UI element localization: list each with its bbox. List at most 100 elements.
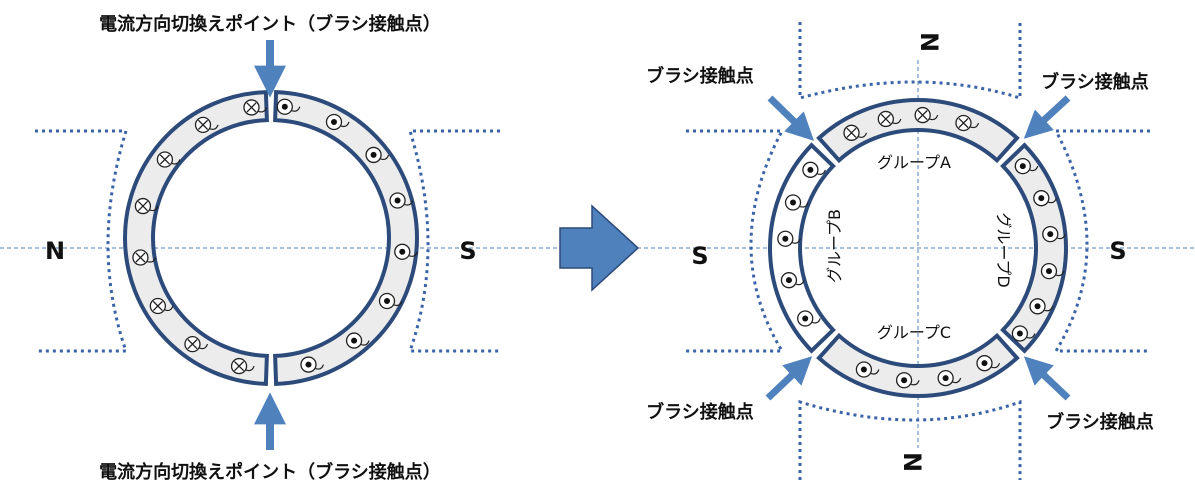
coil-right-8-dot	[1034, 303, 1041, 310]
pole-boundary-right-top	[798, 22, 1022, 101]
coil-left-14-cross-b	[197, 119, 209, 130]
coil-left-5-tail	[393, 300, 403, 307]
brush-arrow-bottom-left	[765, 356, 813, 401]
pole-boundary-right-left	[686, 129, 785, 353]
coil-left-8-cross-b	[234, 361, 245, 372]
coil-right-17-dot	[790, 199, 797, 206]
pole-label-left-n: N	[45, 237, 65, 265]
coil-left-1-dot	[330, 118, 337, 125]
coil-right-1-tail	[892, 118, 902, 125]
coil-left-13-tail	[171, 159, 181, 165]
pole-label-top-n: N	[915, 32, 943, 52]
coil-left-9-tail	[199, 343, 209, 350]
pole-boundary-left	[35, 129, 129, 353]
coil-left-15-cross-b	[246, 102, 257, 113]
coil-left-5-dot	[384, 297, 391, 304]
coil-right-5-tail	[1048, 197, 1057, 204]
coil-left-11-cross-b	[135, 252, 146, 263]
coil-right-11-tail	[952, 377, 962, 384]
coil-left-0-tail	[291, 106, 301, 112]
brush-arrow-top-right	[1023, 95, 1071, 139]
coil-markers-right	[777, 106, 1066, 389]
coil-right-6-dot	[1047, 231, 1054, 238]
coil-right-3-cross-b	[958, 117, 969, 129]
coil-right-8-tail	[1044, 306, 1054, 312]
coil-right-16-tail	[792, 238, 801, 244]
pole-boundary-right-bottom	[798, 399, 1022, 480]
coil-left-13-cross-b	[159, 154, 170, 165]
coil-right-11-dot	[942, 375, 949, 382]
brush-label-bottom-left: ブラシ接触点	[646, 401, 754, 423]
coil-left-2-dot	[370, 151, 377, 158]
coil-markers-left	[132, 98, 418, 375]
coil-left-10-tail	[164, 305, 174, 312]
coil-right-9-tail	[1026, 333, 1036, 339]
coil-left-9-cross-b	[187, 339, 198, 350]
coil-left-7-tail	[315, 364, 325, 370]
coil-left-15-tail	[258, 107, 268, 113]
coil-left-2-tail	[380, 154, 390, 161]
ring-group-a	[816, 98, 1020, 164]
coil-left-1-tail	[340, 121, 350, 128]
group-label-b: グループB	[825, 209, 844, 283]
coil-right-0-cross-b	[846, 127, 857, 138]
brush-label-top-left: ブラシ接触点	[646, 65, 754, 87]
coil-right-14-tail	[812, 318, 821, 324]
coil-right-0-tail	[858, 132, 868, 138]
coil-right-13-tail	[870, 369, 880, 375]
coil-right-5-dot	[1038, 195, 1045, 202]
coil-left-10-cross-b	[152, 300, 163, 312]
ring-group-d	[1000, 142, 1068, 354]
coil-left-3-tail	[404, 200, 414, 206]
coil-right-15-dot	[785, 277, 792, 284]
switch-point-label-bottom: 電流方向切換えポイント（ブラシ接触点）	[99, 461, 441, 483]
brush-label-bottom-right: ブラシ接触点	[1046, 411, 1154, 433]
coil-right-7-dot	[1045, 268, 1052, 275]
coil-left-6-tail	[360, 340, 370, 346]
brush-arrow-top-left	[767, 95, 815, 141]
coil-right-18-tail	[817, 169, 826, 175]
coil-right-17-tail	[799, 202, 809, 208]
coil-right-13-dot	[860, 366, 867, 373]
coil-right-4-dot	[1019, 163, 1026, 170]
coil-right-7-tail	[1055, 270, 1065, 277]
coil-right-12-tail	[910, 380, 920, 386]
coil-right-18-dot	[807, 166, 814, 173]
coil-right-16-dot	[782, 235, 789, 242]
group-label-a: グループA	[877, 153, 951, 172]
pole-boundary-right	[407, 129, 500, 353]
pole-label-left-s-right: S	[691, 242, 708, 270]
commutator-ring-left	[123, 90, 419, 386]
coil-left-14-tail	[209, 124, 219, 130]
coil-left-8-tail	[245, 365, 255, 372]
transition-arrow	[559, 204, 640, 292]
brush-label-top-right: ブラシ接触点	[1041, 71, 1149, 93]
brush-arrow-bottom-right	[1023, 356, 1071, 401]
coil-right-1-cross-b	[880, 113, 891, 125]
coil-right-2-cross-b	[917, 110, 928, 121]
ring-half-right	[273, 90, 419, 386]
coil-right-6-tail	[1057, 233, 1066, 240]
coil-right-9-dot	[1016, 330, 1023, 337]
coil-left-4-dot	[399, 248, 406, 255]
coil-left-3-dot	[394, 197, 401, 204]
coil-left-4-tail	[409, 251, 418, 257]
coil-right-10-dot	[981, 360, 988, 367]
coil-right-10-tail	[991, 362, 1001, 369]
coil-right-3-tail	[970, 122, 980, 129]
coil-left-0-dot	[281, 103, 288, 110]
group-label-c: グループC	[877, 323, 951, 342]
pole-label-left-s: S	[459, 237, 476, 265]
coil-left-12-cross-b	[137, 201, 148, 212]
ring-group-b	[768, 142, 836, 354]
coil-left-11-tail	[147, 257, 157, 263]
ring-group-c	[816, 332, 1020, 398]
coil-left-7-dot	[305, 361, 312, 368]
pole-label-bottom-n: N	[898, 452, 926, 472]
coil-right-12-dot	[901, 377, 908, 384]
pole-boundary-right-right	[1053, 129, 1150, 353]
group-label-d: グループD	[994, 212, 1013, 287]
switch-point-label-top: 電流方向切換えポイント（ブラシ接触点）	[99, 13, 441, 35]
